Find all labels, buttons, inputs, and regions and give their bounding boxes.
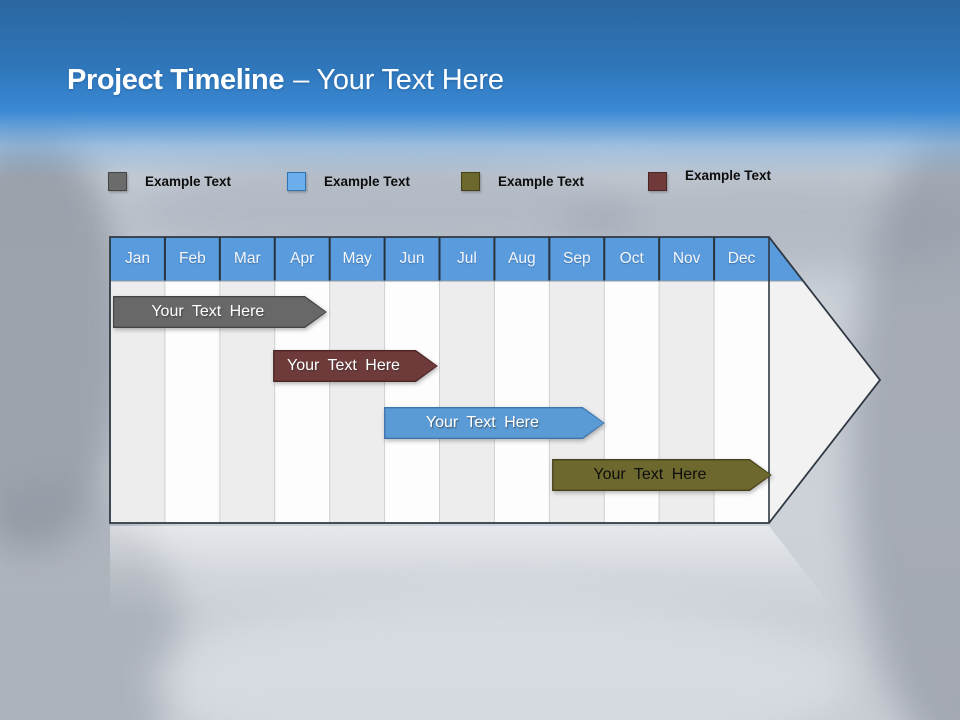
month-cell-feb[interactable]: Feb [179,250,206,267]
bar-fill-shape [385,408,603,437]
legend-swatch-2 [287,171,306,191]
legend-item-3[interactable]: Example Text [461,168,584,194]
month-cell-apr[interactable]: Apr [290,250,315,267]
month-cell-jul[interactable]: Jul [457,250,477,267]
bar-fill-shape [553,460,770,489]
bar-fill-shape [114,297,325,326]
timeline-bar-3[interactable]: Your Text Here [384,407,605,439]
legend-label[interactable]: Example Text [324,173,411,189]
legend-label[interactable]: Example Text [685,167,772,183]
column-stripe [384,281,440,523]
month-cell-dec[interactable]: Dec [727,250,756,267]
month-cell-oct[interactable]: Oct [619,250,644,267]
column-stripe [439,281,495,523]
timeline-arrow-outline [109,236,882,524]
column-stripe [329,281,385,523]
bar-fill-shape [274,351,436,380]
month-cell-jun[interactable]: Jun [399,250,425,267]
legend-item-4[interactable]: Example Text [648,168,771,194]
legend-swatch-4 [648,171,667,191]
legend-label[interactable]: Example Text [145,173,232,189]
legend-item-2[interactable]: Example Text [287,168,410,194]
legend-item-1[interactable]: Example Text [108,168,231,194]
month-cell-sep[interactable]: Sep [562,250,591,267]
title-main[interactable]: Project Timeline [67,64,285,96]
timeline-bar-4[interactable]: Your Text Here [552,459,772,491]
legend-swatch-3 [461,171,480,191]
bar-label[interactable]: Your Text Here [286,357,400,374]
title-gradient-band [0,0,960,178]
bar-label[interactable]: Your Text Here [151,303,265,320]
bar-label[interactable]: Your Text Here [593,466,707,483]
month-cell-jan[interactable]: Jan [124,250,150,267]
month-cell-may[interactable]: May [342,250,372,267]
mist-bottom-patch [150,600,850,720]
month-cell-aug[interactable]: Aug [508,250,536,267]
slide-title[interactable]: Project Timeline– Your Text Here [67,60,504,100]
month-cell-nov[interactable]: Nov [672,250,701,267]
legend-label[interactable]: Example Text [498,173,585,189]
timeline-bar-1[interactable]: Your Text Here [113,296,327,328]
bar-label[interactable]: Your Text Here [425,414,539,431]
legend-swatch-1 [108,171,127,191]
month-cell-mar[interactable]: Mar [233,250,261,267]
column-stripe [494,281,550,523]
title-suffix[interactable]: – Your Text Here [293,64,504,96]
table-reflection [110,526,839,616]
timeline-bar-2[interactable]: Your Text Here [273,350,438,382]
